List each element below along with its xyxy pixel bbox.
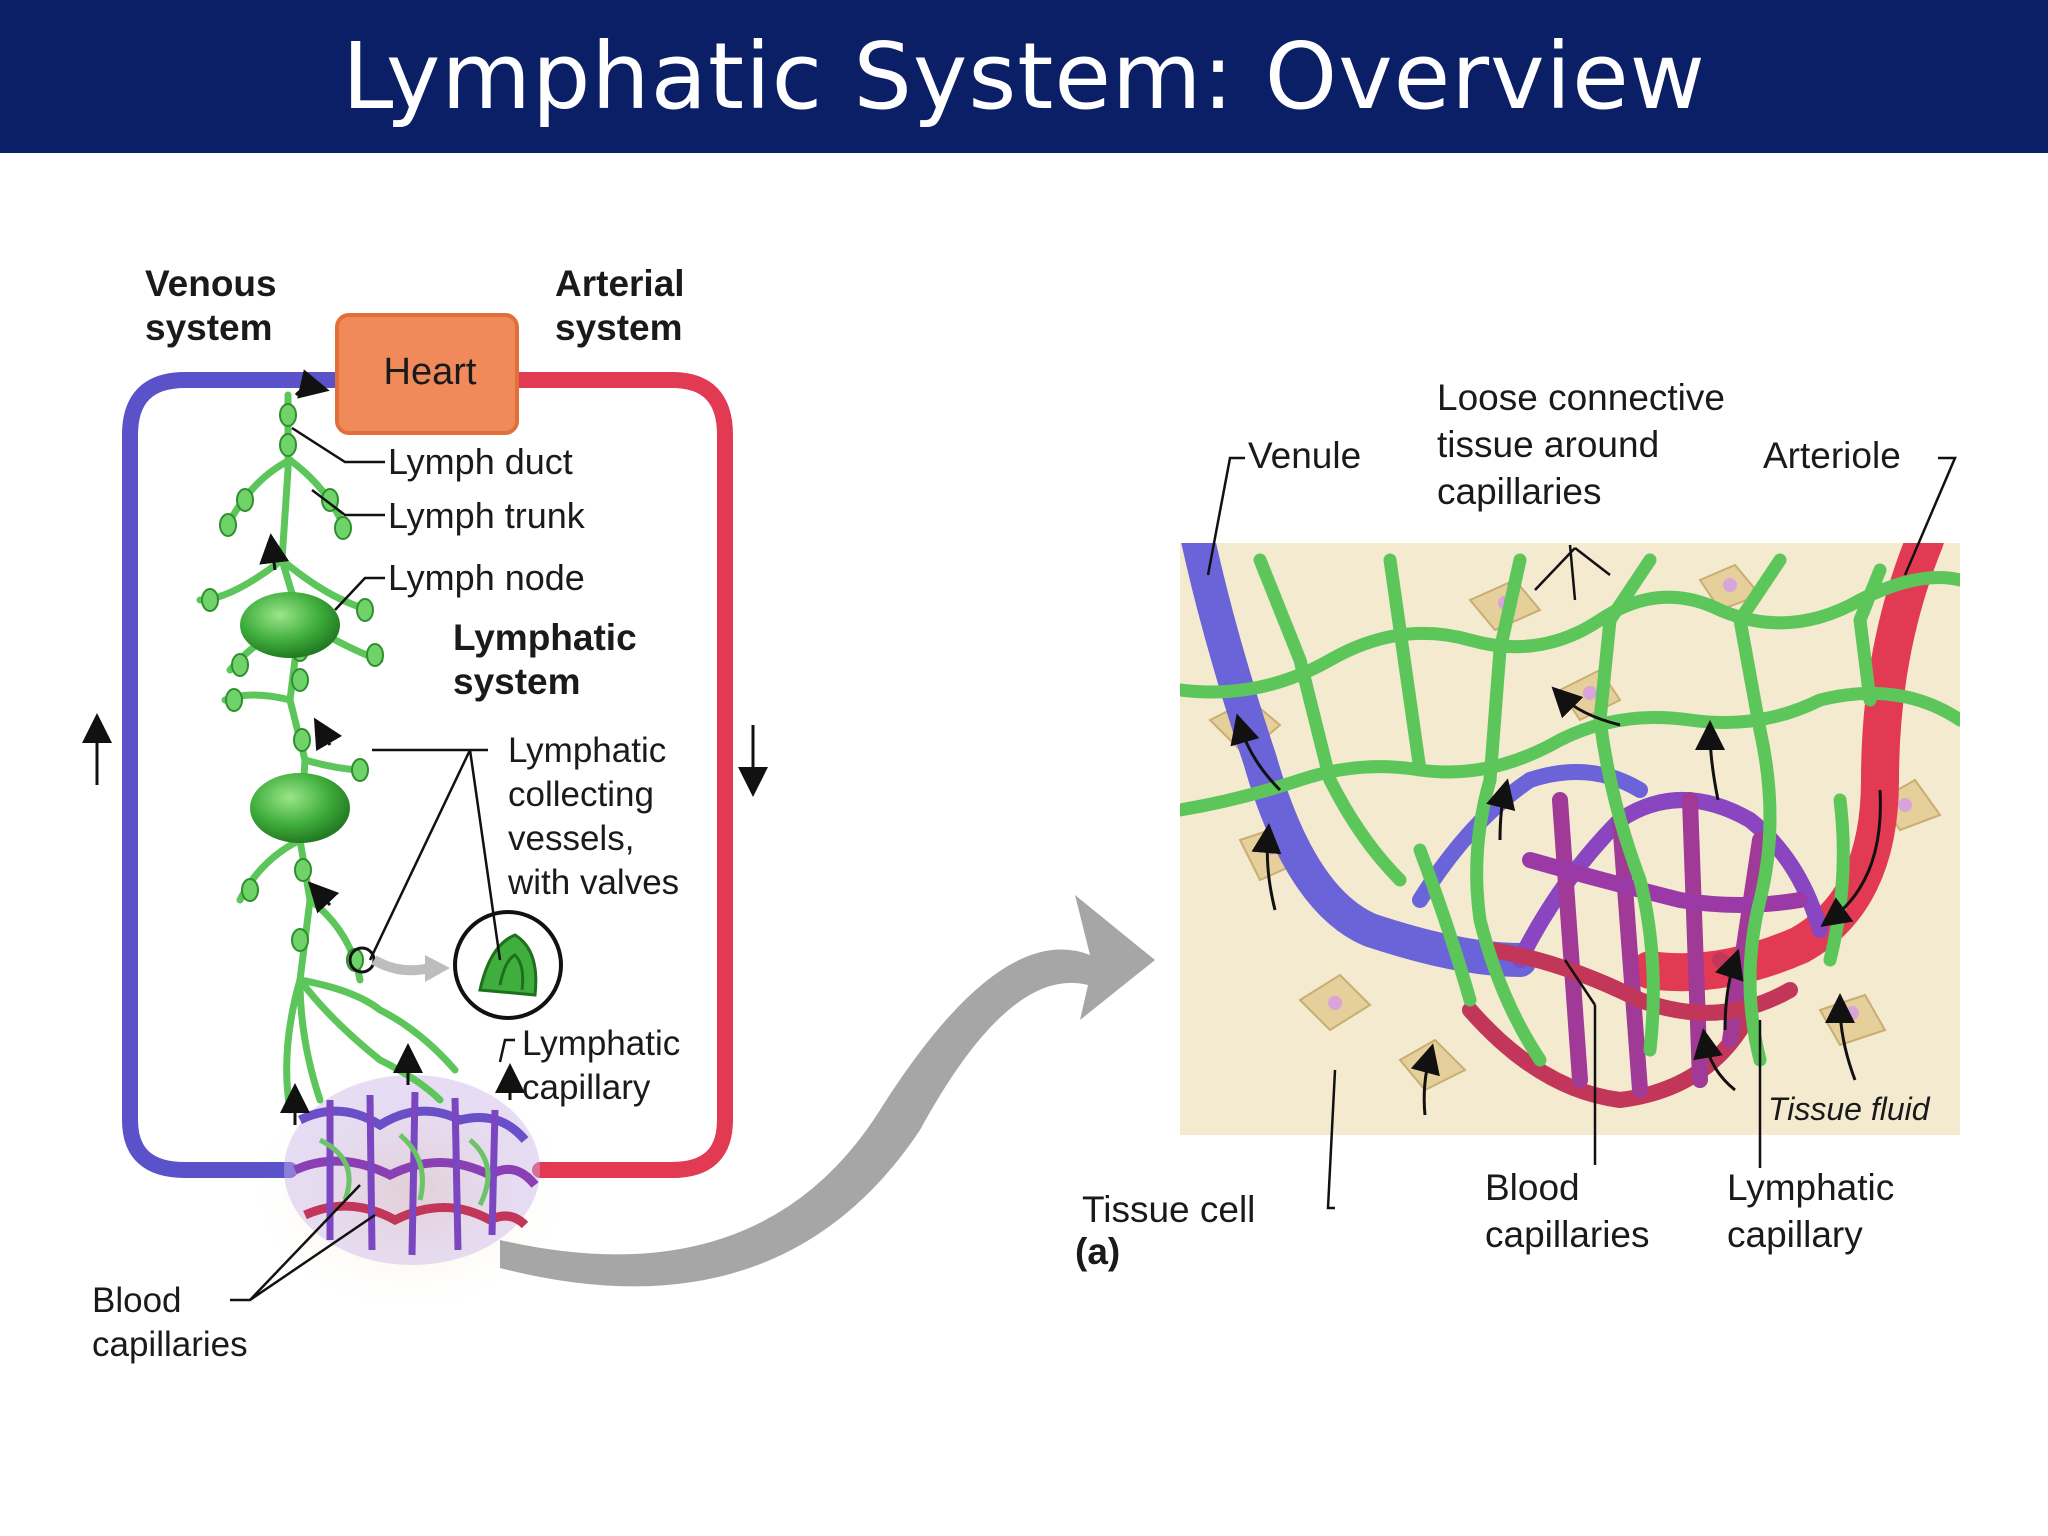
leader-lines-right	[1206, 456, 1957, 1210]
arteriole-label: Arteriole	[1763, 435, 1901, 476]
collecting-vessels-label: Lymphatic collecting vessels, with valve…	[507, 731, 679, 902]
left-panel: Heart	[82, 263, 768, 1364]
title-bar: Lymphatic System: Overview	[0, 0, 2048, 153]
leader-lines-left	[230, 426, 515, 1302]
lymph-node-lower	[250, 773, 350, 843]
slide-title: Lymphatic System: Overview	[342, 23, 1706, 130]
tissue-fluid-label: Tissue fluid	[1768, 1091, 1931, 1127]
right-panel: Venule Loose connective tissue around ca…	[1075, 377, 1960, 1272]
lymphatic-capillary-label-right: Lymphatic capillary	[1727, 1167, 1905, 1255]
capillary-bed	[284, 1075, 540, 1265]
lymph-duct-label: Lymph duct	[388, 441, 573, 482]
lymph-vessel-valves	[201, 403, 384, 972]
venule-label: Venule	[1248, 435, 1361, 476]
venule-vessel	[1181, 543, 1537, 977]
lymphatic-capillary-label-left: Lymphatic capillary	[522, 1024, 690, 1107]
tissue-cell-label: Tissue cell	[1082, 1189, 1255, 1230]
lymph-node-upper	[240, 592, 340, 658]
blood-capillaries-label-right: Blood capillaries	[1485, 1167, 1650, 1255]
lymphatic-capillary-network	[1180, 553, 1960, 1067]
lymphatic-system-label: Lymphatic system	[453, 617, 647, 702]
venous-system-label: Venous system	[145, 263, 287, 348]
venous-vessel	[122, 372, 348, 1178]
flow-arrows-right	[1230, 686, 1882, 1116]
lymph-trunk-label: Lymph trunk	[388, 495, 586, 536]
panel-letter: (a)	[1075, 1231, 1120, 1272]
blood-capillaries-label-left: Blood capillaries	[92, 1281, 248, 1364]
arterial-system-label: Arterial system	[555, 263, 695, 348]
lymph-node-label: Lymph node	[388, 557, 585, 598]
flow-arrows-left	[82, 369, 768, 1125]
heart-shape	[335, 313, 519, 435]
arterial-vessel	[497, 372, 733, 1178]
zoom-arrow	[500, 895, 1155, 1287]
heart-label: Heart	[384, 351, 477, 393]
loose-connective-label: Loose connective tissue around capillari…	[1437, 377, 1735, 512]
